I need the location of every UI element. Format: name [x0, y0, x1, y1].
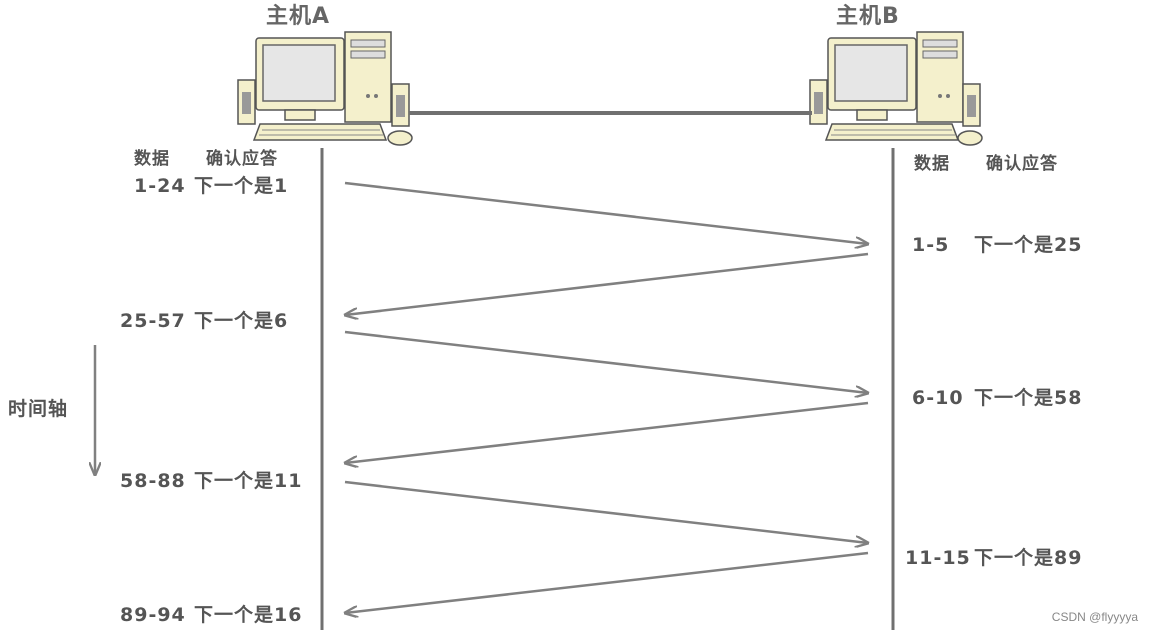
message-arrow-b-to-a-2 — [345, 401, 869, 463]
host-a-row-2-ack: 下一个是6 — [194, 310, 289, 332]
host-a-computer-icon — [237, 31, 413, 146]
time-axis-label: 时间轴 — [8, 398, 69, 420]
host-b-computer-icon — [809, 31, 983, 146]
host-b-ack-header: 确认应答 — [986, 154, 1058, 174]
host-a-row-1-ack: 下一个是1 — [194, 175, 289, 197]
message-arrow-b-to-a-3 — [345, 551, 869, 613]
watermark: CSDN @flyyyya — [1051, 610, 1138, 624]
host-b-row-3-ack: 下一个是89 — [974, 547, 1083, 569]
host-b-row-1-data: 1-5 — [912, 234, 950, 256]
host-a-row-2-data: 25-57 — [120, 310, 186, 332]
message-arrow-a-to-b-3 — [344, 480, 868, 543]
host-b-row-2-data: 6-10 — [912, 387, 964, 409]
host-b-row-3-data: 11-15 — [905, 547, 971, 569]
message-arrow-b-to-a-1 — [345, 252, 869, 315]
message-arrow-a-to-b-1 — [344, 181, 868, 244]
host-a-title: 主机A — [266, 4, 331, 29]
host-b-title: 主机B — [836, 4, 900, 29]
host-a-row-3-ack: 下一个是11 — [194, 470, 303, 492]
host-a-row-3-data: 58-88 — [120, 470, 186, 492]
host-a-row-4-ack: 下一个是16 — [194, 604, 303, 626]
host-b-row-1-ack: 下一个是25 — [974, 234, 1083, 256]
host-a-ack-header: 确认应答 — [206, 149, 278, 169]
host-b-data-header: 数据 — [914, 154, 950, 174]
message-arrow-a-to-b-2 — [344, 330, 868, 393]
host-a-row-4-data: 89-94 — [120, 604, 186, 626]
host-b-row-2-ack: 下一个是58 — [974, 387, 1083, 409]
host-a-row-1-data: 1-24 — [134, 175, 186, 197]
host-a-data-header: 数据 — [134, 149, 170, 169]
